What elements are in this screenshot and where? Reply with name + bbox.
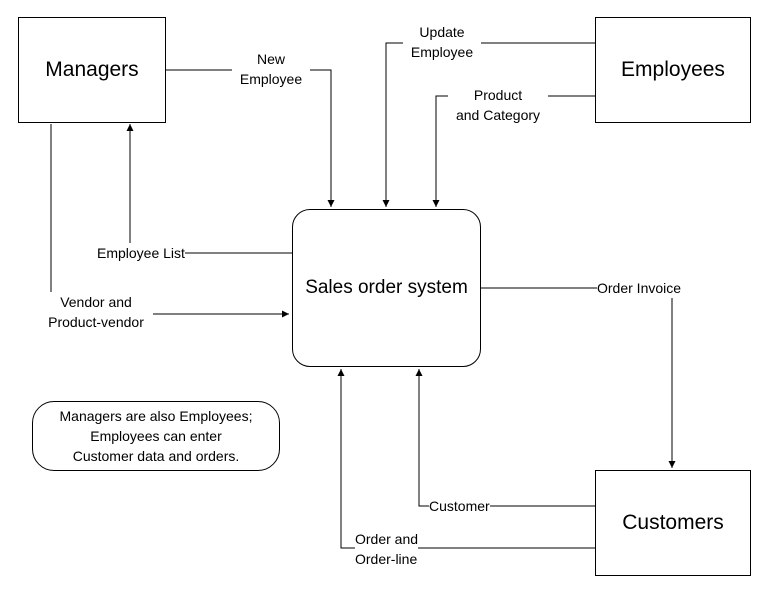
process-label: Sales order system — [305, 277, 468, 298]
flow-label-order-line: Order and Order-line — [355, 529, 419, 569]
flow-label-update-employee: Update Employee — [403, 22, 481, 62]
flow-label-vendor: Vendor and Product-vendor — [39, 292, 153, 332]
order-invoice-flow — [481, 287, 676, 468]
new-employee-flow — [165, 69, 335, 207]
vendor-flow — [50, 124, 289, 318]
customer-flow — [415, 369, 595, 507]
managers-entity: Managers — [18, 17, 166, 123]
employees-label: Employees — [621, 58, 725, 81]
customers-entity: Customers — [595, 470, 751, 576]
flow-label-customer: Customer — [429, 496, 490, 516]
flow-label-employee-list: Employee List — [97, 243, 185, 263]
flow-label-order-invoice: Order Invoice — [597, 278, 682, 298]
flow-label-product-category: Product and Category — [448, 85, 548, 125]
update-employee-flow — [382, 42, 595, 207]
sales-order-system-process: Sales order system — [292, 209, 481, 367]
managers-label: Managers — [45, 58, 139, 81]
employees-entity: Employees — [595, 17, 751, 123]
annotation-text: Managers are also Employees; Employees c… — [59, 408, 253, 464]
annotation-note: Managers are also Employees; Employees c… — [32, 401, 280, 471]
order-line-flow — [337, 369, 595, 549]
employee-list-flow — [126, 124, 292, 254]
flow-label-new-employee: New Employee — [232, 49, 310, 89]
customers-label: Customers — [622, 511, 724, 534]
